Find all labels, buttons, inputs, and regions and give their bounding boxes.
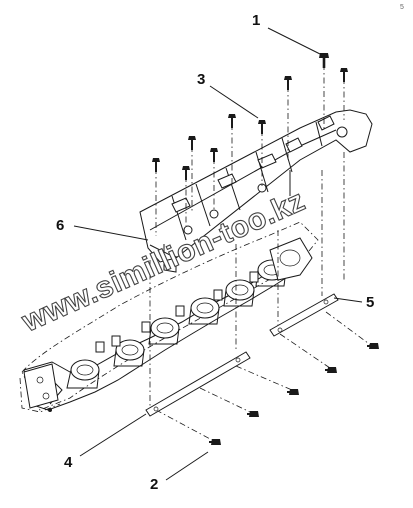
leader-lines	[73, 27, 363, 481]
bracket-right	[269, 293, 339, 337]
callout-3: 3	[197, 71, 205, 88]
callout-1: 1	[252, 12, 260, 29]
heat-shield	[139, 109, 373, 273]
lower-bolts	[209, 343, 379, 445]
manifold-outlet	[269, 237, 313, 281]
callout-5: 5	[366, 294, 374, 311]
manifold-end-flange	[23, 363, 59, 412]
manifold-bosses	[95, 271, 259, 353]
callout-6: 6	[56, 217, 64, 234]
callout-labels: 1 2 3 4 5 6	[56, 12, 374, 493]
callout-2: 2	[150, 476, 158, 493]
exhaust-manifold	[19, 221, 319, 413]
top-bolts	[152, 53, 348, 180]
callout-4: 4	[64, 454, 73, 471]
assembly-centerlines	[149, 64, 373, 441]
corner-mark: 5	[400, 4, 404, 11]
bracket-left	[145, 351, 251, 417]
